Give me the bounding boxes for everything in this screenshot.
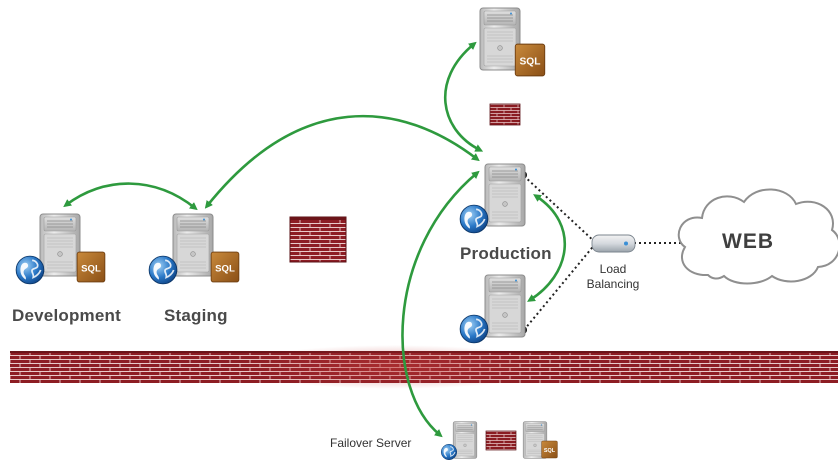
lb-connections bbox=[523, 175, 686, 331]
firewall-icon bbox=[289, 216, 347, 263]
production-server-2[interactable] bbox=[459, 274, 526, 344]
sql-database-icon bbox=[210, 251, 240, 283]
arrow-production-failover bbox=[401, 170, 480, 438]
development-server-group[interactable] bbox=[15, 213, 106, 285]
globe-icon bbox=[440, 443, 458, 461]
server-icon bbox=[39, 213, 81, 277]
small-firewall-icon bbox=[485, 430, 517, 451]
arrow-prod1-prod2 bbox=[527, 194, 567, 302]
globe-icon bbox=[459, 204, 489, 234]
load-balancing-line-2: Balancing bbox=[586, 277, 640, 291]
small-firewall-icon bbox=[489, 103, 521, 126]
production-label: Production bbox=[460, 244, 552, 263]
staging-server-group[interactable] bbox=[148, 213, 240, 285]
sync-arrows bbox=[63, 41, 567, 438]
globe-icon bbox=[15, 255, 45, 285]
server-icon bbox=[484, 274, 526, 338]
sql-database-icon bbox=[514, 43, 546, 77]
server-icon bbox=[172, 213, 214, 277]
arrow-staging-production bbox=[204, 114, 480, 209]
top-sql-server-group[interactable] bbox=[479, 7, 546, 77]
web-cloud-icon bbox=[677, 188, 838, 285]
development-label: Development bbox=[12, 306, 121, 325]
sql-database-icon bbox=[541, 440, 558, 459]
load-balancing-label: Load Balancing bbox=[578, 262, 648, 292]
arrow-dev-staging bbox=[63, 182, 198, 211]
load-balancer-icon[interactable] bbox=[591, 234, 636, 253]
failover-server-label: Failover Server bbox=[330, 436, 412, 450]
failover-server-group[interactable] bbox=[440, 421, 558, 461]
load-balancing-line-1: Load bbox=[599, 262, 627, 276]
staging-label: Staging bbox=[164, 306, 228, 325]
globe-icon bbox=[148, 255, 178, 285]
main-firewall bbox=[10, 345, 838, 389]
sql-database-icon bbox=[76, 251, 106, 283]
arrow-sql-production bbox=[443, 41, 484, 152]
production-server-1[interactable] bbox=[459, 163, 526, 234]
server-icon bbox=[484, 163, 526, 227]
server-icon bbox=[479, 7, 521, 71]
web-label: WEB bbox=[722, 230, 774, 253]
globe-icon bbox=[459, 314, 489, 344]
